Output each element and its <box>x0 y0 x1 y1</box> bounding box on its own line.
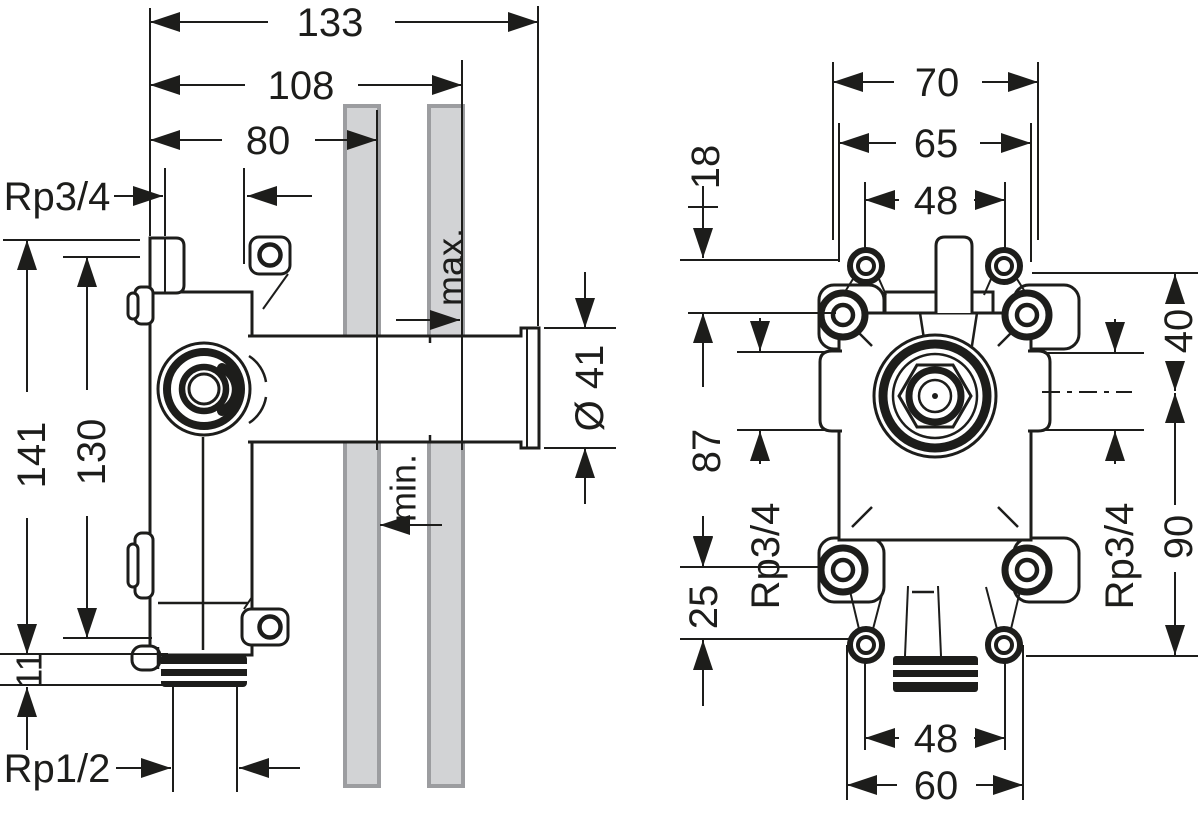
dim-bottom-width: 60 <box>847 764 1023 808</box>
dim-bottom-offset: 25 <box>682 534 726 706</box>
dim-width-body: 65 <box>839 122 1031 166</box>
dim-hole-spacing-top: 48 <box>865 179 1005 223</box>
dim-depth-min: 80 <box>150 119 377 163</box>
corner-bosses <box>817 289 1053 596</box>
dim-depth-max: 108 <box>150 64 462 108</box>
dim-height-total: 141 <box>10 240 54 654</box>
top-tab <box>934 235 974 313</box>
drain-screw <box>130 644 162 672</box>
wall-layers <box>343 104 465 788</box>
dim-bottom-thread: Rp1/2 <box>4 747 300 791</box>
side-view-dimensions: 133 108 80 Rp3/4 <box>0 1 616 791</box>
max-label: max. <box>430 228 471 306</box>
bottom-screw-hole <box>257 614 283 640</box>
dim-48-bottom-label: 48 <box>914 717 959 761</box>
dim-141-label: 141 <box>10 422 54 489</box>
annotation-min: min. <box>380 454 442 535</box>
rp34-front-left-label: Rp3/4 <box>744 503 788 610</box>
rp34-side-label: Rp3/4 <box>4 175 111 219</box>
side-port-left <box>818 349 842 433</box>
valve-centre <box>872 333 998 459</box>
front-view: 70 65 48 18 87 <box>680 61 1200 808</box>
rp34-front-right-label: Rp3/4 <box>1098 503 1142 610</box>
annotation-max: max. <box>396 228 471 330</box>
side-view: 133 108 80 Rp3/4 <box>0 1 616 792</box>
top-screw-hole <box>257 242 283 268</box>
dim-width-outer: 70 <box>833 61 1038 105</box>
dim-upper-height: 40 <box>1157 274 1200 391</box>
wall-layer-max <box>427 104 465 788</box>
dim-65-label: 65 <box>914 122 959 166</box>
dim-top-offset: 18 <box>684 145 728 258</box>
dim-body-height: 87 <box>685 313 729 567</box>
dim-80-label: 80 <box>246 119 291 163</box>
dim-11-label: 11 <box>9 651 50 688</box>
front-view-dimensions: 70 65 48 18 87 <box>680 61 1200 808</box>
top-port <box>148 236 186 295</box>
dim-dia41-label: Ø 41 <box>568 345 612 432</box>
dim-18-label: 18 <box>684 145 728 190</box>
dim-70-label: 70 <box>915 61 960 105</box>
dim-offset-bottom: 11 <box>9 651 50 750</box>
dim-40-label: 40 <box>1157 309 1200 354</box>
dim-87-label: 87 <box>685 429 729 474</box>
dim-total-depth: 133 <box>150 1 538 45</box>
dim-hole-spacing-bottom: 48 <box>865 717 1005 761</box>
bottom-assembly <box>847 585 1023 692</box>
dim-side-thread-left: Rp3/4 <box>744 318 788 609</box>
valve-body-side <box>126 235 541 792</box>
rp12-label: Rp1/2 <box>4 747 111 791</box>
dim-top-thread: Rp3/4 <box>4 175 312 219</box>
dim-133-label: 133 <box>297 1 364 45</box>
spout-tube <box>248 326 541 450</box>
dim-spout-diameter: Ø 41 <box>568 272 612 504</box>
thread-block <box>161 655 247 687</box>
bottom-thread-block <box>893 656 978 692</box>
top-hooks <box>842 247 1028 296</box>
dim-108-label: 108 <box>268 64 335 108</box>
dim-90-label: 90 <box>1157 515 1200 560</box>
dim-48-top-label: 48 <box>914 179 959 223</box>
valve-body-front <box>817 235 1132 692</box>
wall-layer-min <box>343 104 381 788</box>
min-label: min. <box>383 454 424 522</box>
dim-25-label: 25 <box>682 585 726 630</box>
dim-height-inner: 130 <box>70 257 114 638</box>
hex-nut <box>897 363 973 429</box>
dim-side-thread-right: Rp3/4 <box>1098 319 1142 609</box>
wall-surface-lines <box>376 60 463 450</box>
dim-60-label: 60 <box>914 764 959 808</box>
dim-130-label: 130 <box>70 419 114 486</box>
dim-lower-height: 90 <box>1157 393 1200 655</box>
side-outlet-boss <box>156 341 268 437</box>
